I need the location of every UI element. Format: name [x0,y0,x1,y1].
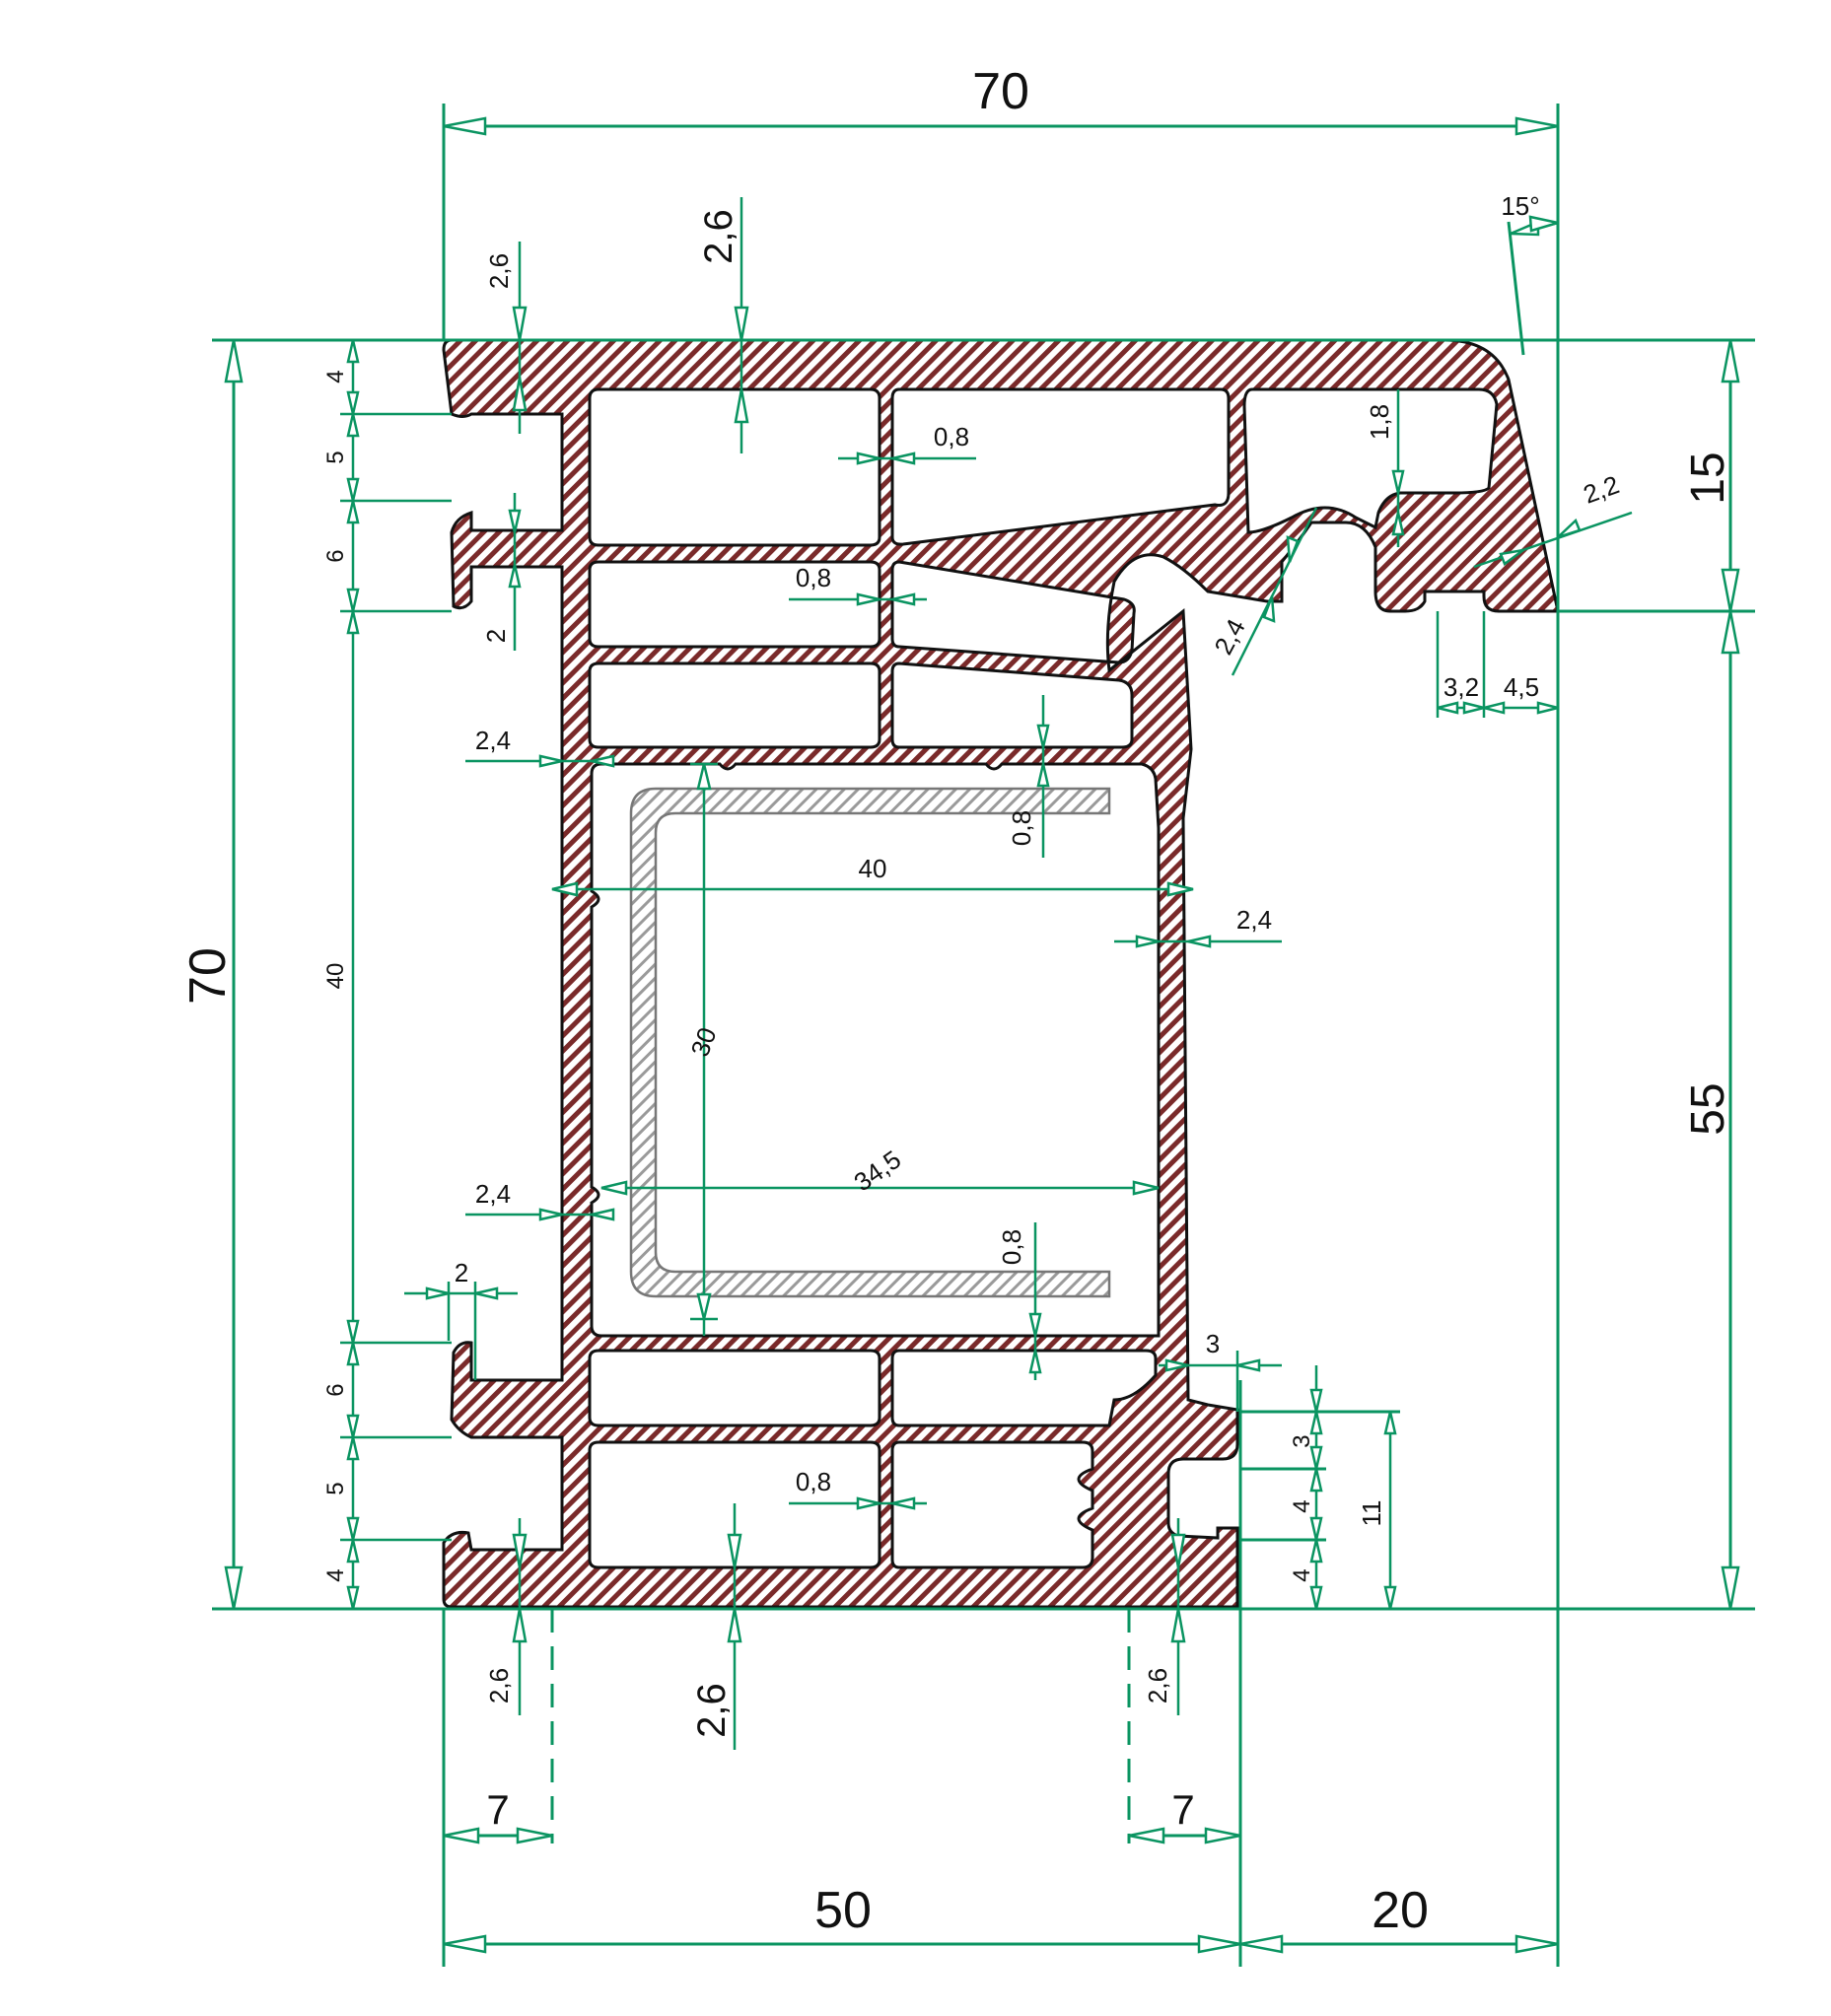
label-right-15: 15 [1682,452,1734,504]
label-angle-15: 15° [1501,191,1539,221]
dimension-web-08-b: 0,8 [789,563,927,606]
label-bottom-20: 20 [1372,1882,1429,1939]
dimension-web-08-vert-bot: 0,8 [997,1222,1042,1380]
label-inner-30: 30 [685,1023,723,1060]
label-inner-40: 40 [859,854,887,883]
label-wall-top-mid: 2,6 [697,209,740,264]
label-web-08-c: 0,8 [796,1467,831,1496]
label-lt-6: 6 [322,549,349,562]
dimension-right-bottom-stack: 3 4 4 11 [1289,1365,1397,1610]
label-lt-4: 4 [322,370,349,382]
label-rb-4b: 4 [1289,1568,1315,1581]
label-lm-40: 40 [322,963,349,990]
extension-lines [212,104,1755,1967]
label-right-55: 55 [1682,1082,1734,1135]
label-left-70: 70 [179,947,237,1005]
label-wall-bottom-left: 2,6 [484,1668,514,1703]
label-lt-5: 5 [322,451,349,463]
dimension-wall-top-mid: 2,6 [697,197,749,453]
dimension-angle-15: 15° [1501,191,1559,237]
dimension-left-stack: 4 5 6 40 6 5 4 [322,339,452,1610]
dimension-inner-30: 30 [685,762,723,1336]
dimension-right-55: 55 [1682,610,1740,1610]
label-web-08-vert-bot: 0,8 [997,1229,1026,1265]
label-bottom-50: 50 [814,1882,872,1939]
label-web-08-a: 0,8 [934,422,969,452]
dimension-wall-bottom-mid: 2,6 [690,1503,742,1750]
label-lb-5: 5 [322,1482,349,1495]
dimension-rib-18: 1,8 [1365,389,1405,547]
dimension-step-3: 3 [1159,1329,1282,1412]
label-gap-2-top: 2 [481,629,511,643]
dimension-bottom-right-7: 7 [1128,1786,1241,1844]
label-wall-top-left: 2,6 [484,253,514,289]
label-groove-32: 3,2 [1444,672,1479,702]
dimension-groove: 3,2 4,5 [1436,611,1559,718]
label-rb-4a: 4 [1289,1499,1315,1512]
label-gap-2-bot: 2 [455,1258,468,1287]
dimension-left-70: 70 [179,339,244,1610]
label-lip-22: 2,2 [1580,469,1623,510]
dimension-bottom-20: 20 [1239,1882,1559,1954]
label-step-3: 3 [1206,1329,1220,1358]
label-wall-bottom-mid: 2,6 [690,1683,734,1738]
label-right-24: 2,4 [1236,905,1272,935]
label-groove-45: 4,5 [1504,672,1539,702]
label-lb-4: 4 [322,1568,349,1581]
dimension-inner-40: 40 [551,854,1194,897]
dimension-right-24: 2,4 [1114,905,1282,948]
dimension-top-70: 70 [443,63,1559,136]
dimension-gap-2-top: 2 [481,493,522,651]
dimension-web-08-c: 0,8 [789,1467,927,1510]
dimension-inner-345: 34,5 [600,1145,1160,1198]
label-bottom-left-7: 7 [486,1786,509,1833]
label-lb-6: 6 [322,1383,349,1396]
steel-reinforcement [629,787,1111,1298]
dimension-left-24-bot: 2,4 [465,1179,615,1221]
dimension-wall-bottom-left: 2,6 [484,1518,528,1715]
dimension-web-08-vert-top: 0,8 [1007,695,1050,858]
label-rb-3: 3 [1289,1434,1315,1447]
label-web-08-vert-top: 0,8 [1007,810,1036,846]
dimension-wall-bottom-right: 2,6 [1143,1518,1186,1715]
label-web-08-b: 0,8 [796,563,831,592]
dimension-left-24-top: 2,4 [465,726,615,768]
label-left-24-top: 2,4 [475,726,511,755]
dimension-wall-top-left: 2,6 [484,242,528,434]
label-top-70: 70 [972,63,1029,120]
label-bottom-right-7: 7 [1171,1786,1194,1833]
dimension-right-15: 15 [1682,339,1740,612]
label-left-24-bot: 2,4 [475,1179,511,1209]
dimension-bottom-left-7: 7 [443,1786,553,1844]
dimension-gap-2-bot: 2 [404,1258,518,1380]
label-inner-345: 34,5 [849,1145,907,1198]
label-rib-18: 1,8 [1365,404,1394,440]
pvc-profile [442,338,1560,1609]
label-rb-11: 11 [1357,1500,1386,1527]
dimension-web-08-a: 0,8 [838,422,976,465]
label-wall-bottom-right: 2,6 [1143,1668,1172,1703]
dimension-bottom-50: 50 [443,1882,1241,1954]
